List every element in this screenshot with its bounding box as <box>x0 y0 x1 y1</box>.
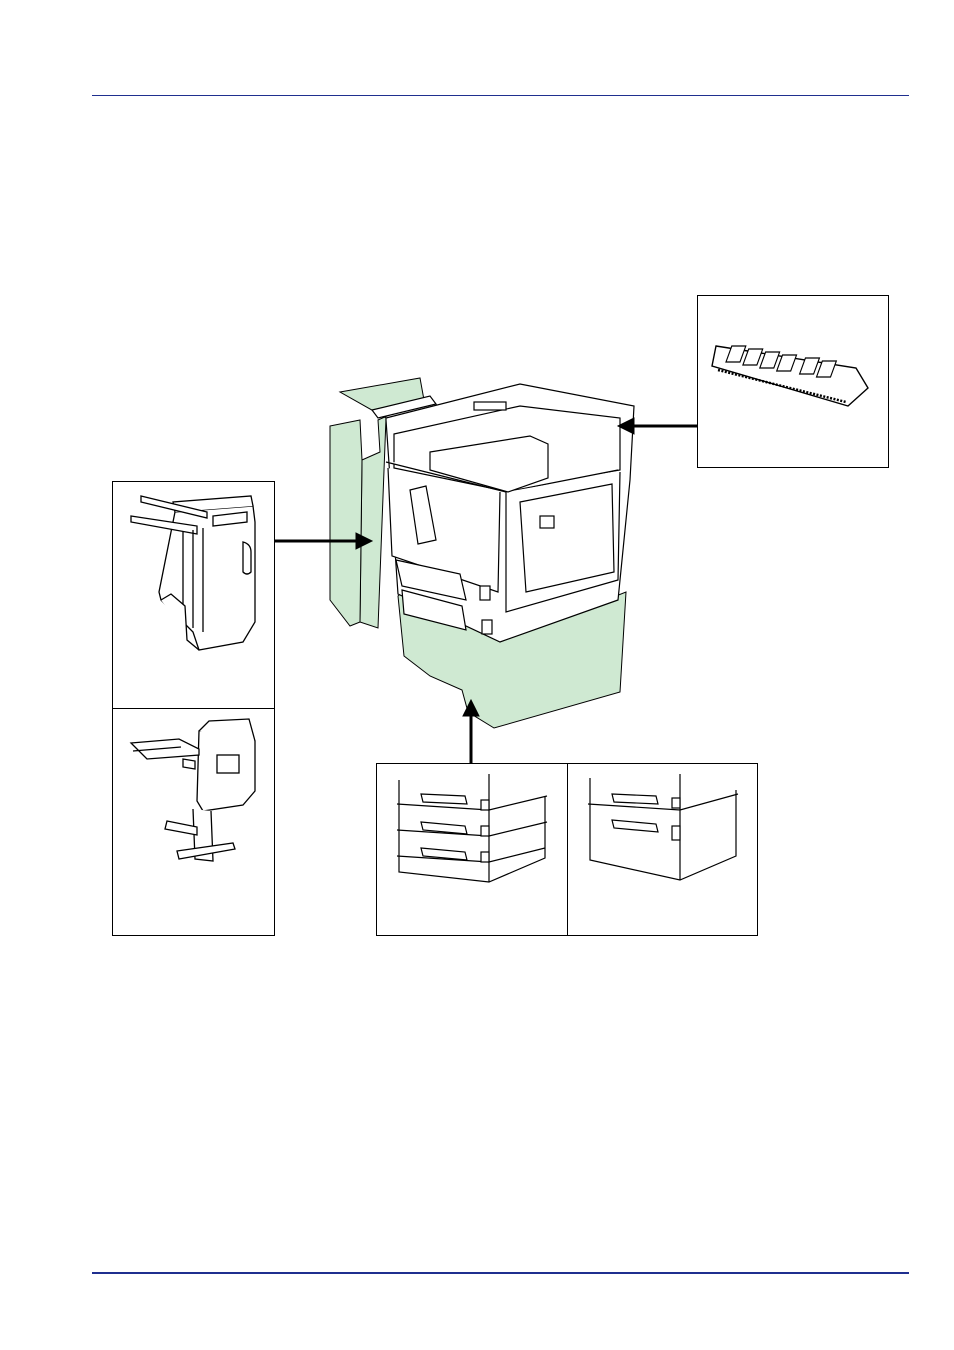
memory-option-box <box>697 295 889 468</box>
paper-feeder-2-drawer-icon <box>587 774 739 881</box>
footer-rule <box>92 1272 909 1274</box>
document-finisher-icon <box>130 495 256 651</box>
paper-feeder-3-box <box>376 763 568 936</box>
paper-feeder-3-drawer-icon <box>396 774 548 883</box>
finisher-stand-icon <box>129 718 256 862</box>
document-finisher-box <box>112 481 275 710</box>
memory-module-icon <box>711 345 869 407</box>
finisher-stand-box <box>112 708 275 936</box>
header-rule <box>92 95 909 96</box>
paper-feeder-2-box <box>567 763 758 936</box>
